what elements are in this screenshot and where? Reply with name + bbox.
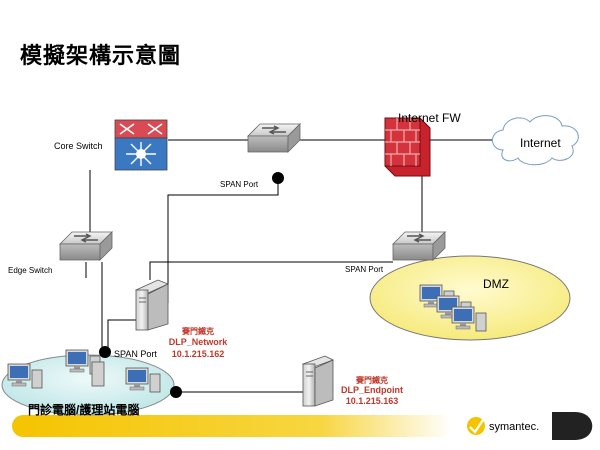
internet-label: Internet (520, 136, 561, 150)
endpoint-link-dot (170, 386, 182, 398)
firewall-icon (384, 117, 431, 177)
span-port-dot (272, 172, 284, 184)
symantec-logo (467, 417, 485, 435)
dmz-switch-icon (392, 231, 446, 261)
dlp-network-server-icon (134, 279, 170, 331)
internet-fw-label: Internet FW (398, 111, 461, 125)
span-port-dot (99, 346, 111, 358)
footer-bar (12, 415, 452, 437)
dlp-endpoint-server-icon (301, 355, 335, 407)
dlp-endpoint-ip: 10.1.215.163 (346, 396, 399, 406)
dlp-network-vendor: 賽門鐵克 (181, 326, 214, 336)
edge-switch-label: Edge Switch (8, 266, 52, 275)
dlp-network-ip: 10.1.215.162 (172, 349, 225, 359)
span-switch-icon (247, 123, 301, 153)
core-switch-icon (114, 119, 168, 171)
client-tower-icon (91, 361, 105, 387)
dmz-zone (369, 255, 571, 341)
connection-lines (85, 139, 505, 393)
edge-switch-icon (59, 231, 113, 261)
brand-label: symantec. (489, 421, 539, 433)
internet-cloud-icon (492, 115, 579, 166)
dlp-network-name: DLP_Network (169, 337, 229, 347)
span-port-label: SPAN Port (220, 180, 259, 189)
dmz-label: DMZ (483, 277, 509, 291)
dmz-span-port-label: SPAN Port (345, 265, 384, 274)
page-title: 模擬架構示意圖 (20, 44, 182, 69)
brand-mark-icon (552, 412, 593, 440)
client-span-port-label: SPAN Port (114, 349, 157, 359)
dlp-endpoint-vendor: 賽門鐵克 (355, 375, 388, 385)
dlp-endpoint-name: DLP_Endpoint (341, 385, 403, 395)
clients-label: 門診電腦/護理站電腦 (28, 402, 139, 417)
core-switch-label: Core Switch (54, 141, 103, 151)
